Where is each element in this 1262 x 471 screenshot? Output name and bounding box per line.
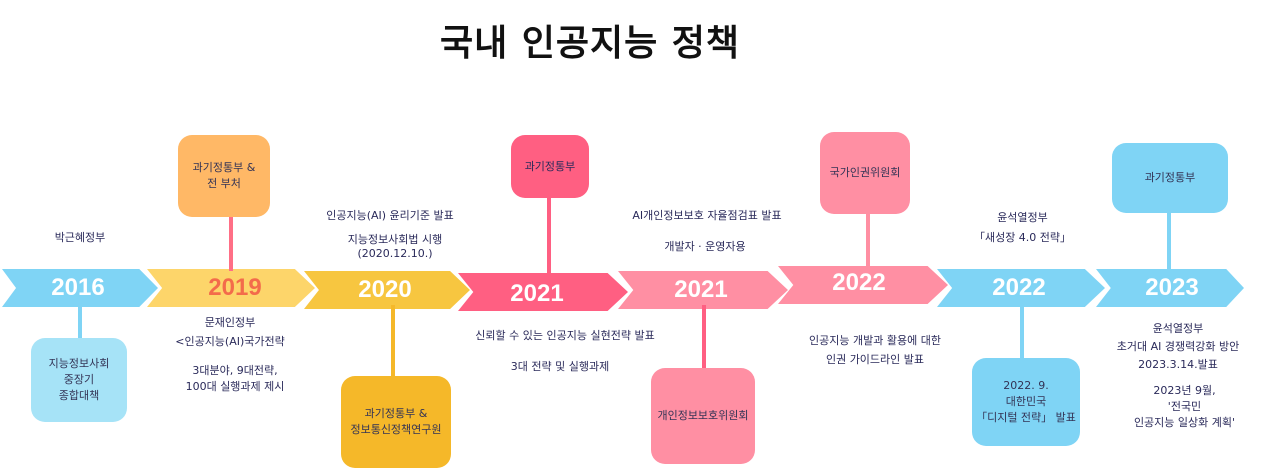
year-label-2023: 2023 <box>1145 274 1199 301</box>
box-line: 개인정보보호위원회 <box>657 409 749 422</box>
page-title: 국내 인공지능 정책 <box>439 23 741 64</box>
note-2023-plan: 윤석열정부 초거대 AI 경쟁력강화 방안 2023.3.14.발표 <box>1103 320 1253 374</box>
box-line: 종합대책 <box>58 389 100 402</box>
note-2021-trust: 신뢰할 수 있는 인공지능 실현전략 발표 <box>455 329 675 343</box>
note-2021-devops: 개발자 · 운영자용 <box>635 240 775 254</box>
connector-2020 <box>391 305 395 381</box>
note-line: 3대분야, 9대전략, <box>192 364 278 377</box>
note-line: 인권 가이드라인 발표 <box>825 353 925 366</box>
year-arrow-2021a: 2021 <box>458 273 628 311</box>
year-label-2022a: 2022 <box>832 269 886 296</box>
note-line: 인공지능 일상화 계획' <box>1133 416 1236 429</box>
box-line: 과기정통부 & <box>364 407 428 420</box>
note-line: 박근혜정부 <box>54 231 106 244</box>
year-label-2022b: 2022 <box>992 274 1046 301</box>
note-2019-tasks: 3대분야, 9대전략, 100대 실행과제 제시 <box>165 363 305 395</box>
year-arrow-2022b: 2022 <box>937 269 1105 307</box>
connector-2021a <box>547 196 551 274</box>
connector-2021b <box>702 305 706 371</box>
box-line: 과기정통부 <box>524 159 576 173</box>
box-line: 「디지털 전략」 발표 <box>976 411 1076 424</box>
note-2020-ethics: 인공지능(AI) 윤리기준 발표 <box>300 209 480 223</box>
year-arrow-2019: 2019 <box>147 269 315 307</box>
note-line: 인공지능 개발과 활용에 대한 <box>809 334 941 347</box>
year-label-2020: 2020 <box>358 276 412 303</box>
connector-2023 <box>1167 212 1171 270</box>
year-arrow-2022a: 2022 <box>778 266 948 304</box>
year-label-2016: 2016 <box>51 274 105 301</box>
note-2023-daily-ai: 2023년 9월, '전국민 인공지능 일상화 계획' <box>1112 383 1257 431</box>
box-2022-nhrck: 국가인권위원회 <box>820 132 910 214</box>
connector-2022b <box>1020 303 1024 361</box>
note-2020-law: 지능정보사회법 시행 (2020.12.10.) <box>315 233 475 261</box>
connector-2016 <box>78 303 82 341</box>
year-label-2021a: 2021 <box>510 280 564 307</box>
note-line: 지능정보사회법 시행 <box>347 233 443 246</box>
year-arrow-2020: 2020 <box>304 271 470 309</box>
note-line: 2023.3.14.발표 <box>1138 358 1218 371</box>
box-line: 지능정보사회 <box>48 357 110 370</box>
note-line: '전국민 <box>1167 400 1202 413</box>
box-2021-msit: 과기정통부 <box>511 135 589 198</box>
note-line: 인공지능(AI) 윤리기준 발표 <box>326 209 454 222</box>
box-line: 과기정통부 & <box>192 161 256 174</box>
year-label-2021b: 2021 <box>674 276 728 303</box>
box-line: 전 부처 <box>207 177 241 190</box>
box-2023-msit: 과기정통부 <box>1112 143 1228 213</box>
box-line: 정보통신정책연구원 <box>350 423 442 436</box>
box-line: 대한민국 <box>1005 395 1047 408</box>
note-line: 100대 실행과제 제시 <box>185 380 285 393</box>
box-2016-plan: 지능정보사회 중장기 종합대책 <box>31 338 127 422</box>
note-line: <인공지능(AI)국가전략 <box>175 335 285 348</box>
box-line: 2022. 9. <box>1003 379 1049 392</box>
year-arrow-2023: 2023 <box>1096 269 1244 307</box>
box-line: 중장기 <box>63 373 95 386</box>
box-2020-institute: 과기정통부 & 정보통신정책연구원 <box>341 376 451 468</box>
note-line: AI개인정보보호 자율점검표 발표 <box>632 209 782 222</box>
note-2019-strategy: 문재인정부 <인공지능(AI)국가전략 <box>160 313 300 351</box>
connector-2019 <box>229 215 233 271</box>
note-line: (2020.12.10.) <box>357 247 433 260</box>
note-line: 「새성장 4.0 전략」 <box>973 231 1072 244</box>
year-label-2019: 2019 <box>208 274 262 301</box>
box-2022-digital: 2022. 9. 대한민국 「디지털 전략」 발표 <box>972 358 1080 446</box>
note-line: 문재인정부 <box>204 316 256 329</box>
year-arrow-2021b: 2021 <box>618 271 788 309</box>
note-2016-govt: 박근혜정부 <box>30 231 130 245</box>
note-2022-govt: 윤석열정부 「새성장 4.0 전략」 <box>955 208 1090 248</box>
box-2019-ministries: 과기정통부 & 전 부처 <box>178 135 270 217</box>
box-line: 국가인권위원회 <box>829 166 901 179</box>
box-line: 과기정통부 <box>1144 171 1196 184</box>
box-2021-pipc: 개인정보보호위원회 <box>651 368 755 464</box>
note-line: 2023년 9월, <box>1153 384 1216 397</box>
note-2021-checklist: AI개인정보보호 자율점검표 발표 <box>622 209 792 223</box>
note-line: 3대 전략 및 실행과제 <box>510 360 610 373</box>
year-arrow-2016: 2016 <box>2 269 158 307</box>
note-2022-guideline: 인공지능 개발과 활용에 대한 인권 가이드라인 발표 <box>795 331 955 369</box>
note-2021-tasks: 3대 전략 및 실행과제 <box>480 360 640 374</box>
note-line: 신뢰할 수 있는 인공지능 실현전략 발표 <box>475 329 655 342</box>
connector-2022a <box>866 212 870 268</box>
note-line: 윤석열정부 <box>1152 322 1204 335</box>
note-line: 개발자 · 운영자용 <box>664 240 746 253</box>
note-line: 윤석열정부 <box>997 211 1048 224</box>
note-line: 초거대 AI 경쟁력강화 방안 <box>1116 340 1240 353</box>
